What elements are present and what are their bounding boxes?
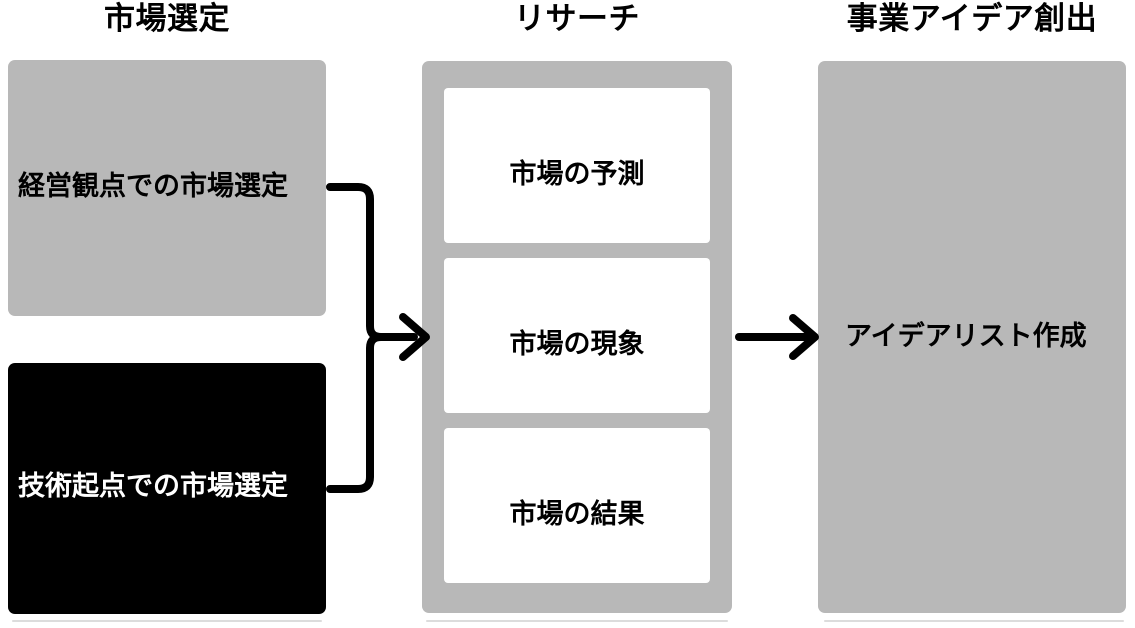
node-tech-origin-label: 技術起点での市場選定	[18, 471, 288, 501]
column-heading-idea-creation: 事業アイデア創出	[846, 1, 1098, 36]
node-market-phenomenon-card[interactable]	[444, 258, 710, 413]
node-market-result-card[interactable]	[444, 428, 710, 583]
node-market-forecast-card[interactable]	[444, 88, 710, 243]
column-heading-research: リサーチ	[514, 1, 640, 36]
node-tech-origin-shadow	[12, 620, 322, 622]
node-market-forecast-label: 市場の予測	[509, 159, 645, 189]
node-idea-list-box[interactable]	[818, 61, 1126, 613]
merge-elbow-arrow-connector	[326, 183, 430, 493]
node-market-result-label: 市場の結果	[509, 499, 645, 529]
merge-branch-lower	[326, 333, 385, 493]
column-heading-market-selection: 市場選定	[104, 1, 230, 36]
node-tech-origin-box[interactable]	[8, 363, 326, 614]
node-management-view-box[interactable]	[8, 60, 326, 316]
node-management-view-label: 経営観点での市場選定	[18, 171, 288, 201]
straight-arrowhead	[789, 314, 819, 360]
node-idea-list-shadow	[824, 620, 1124, 622]
node-idea-list-label: アイデアリスト作成	[845, 321, 1087, 351]
straight-arrow-connector	[735, 314, 819, 360]
merge-branch-upper	[326, 183, 385, 341]
research-group-shadow	[426, 620, 728, 622]
node-market-phenomenon-label: 市場の現象	[509, 329, 645, 359]
